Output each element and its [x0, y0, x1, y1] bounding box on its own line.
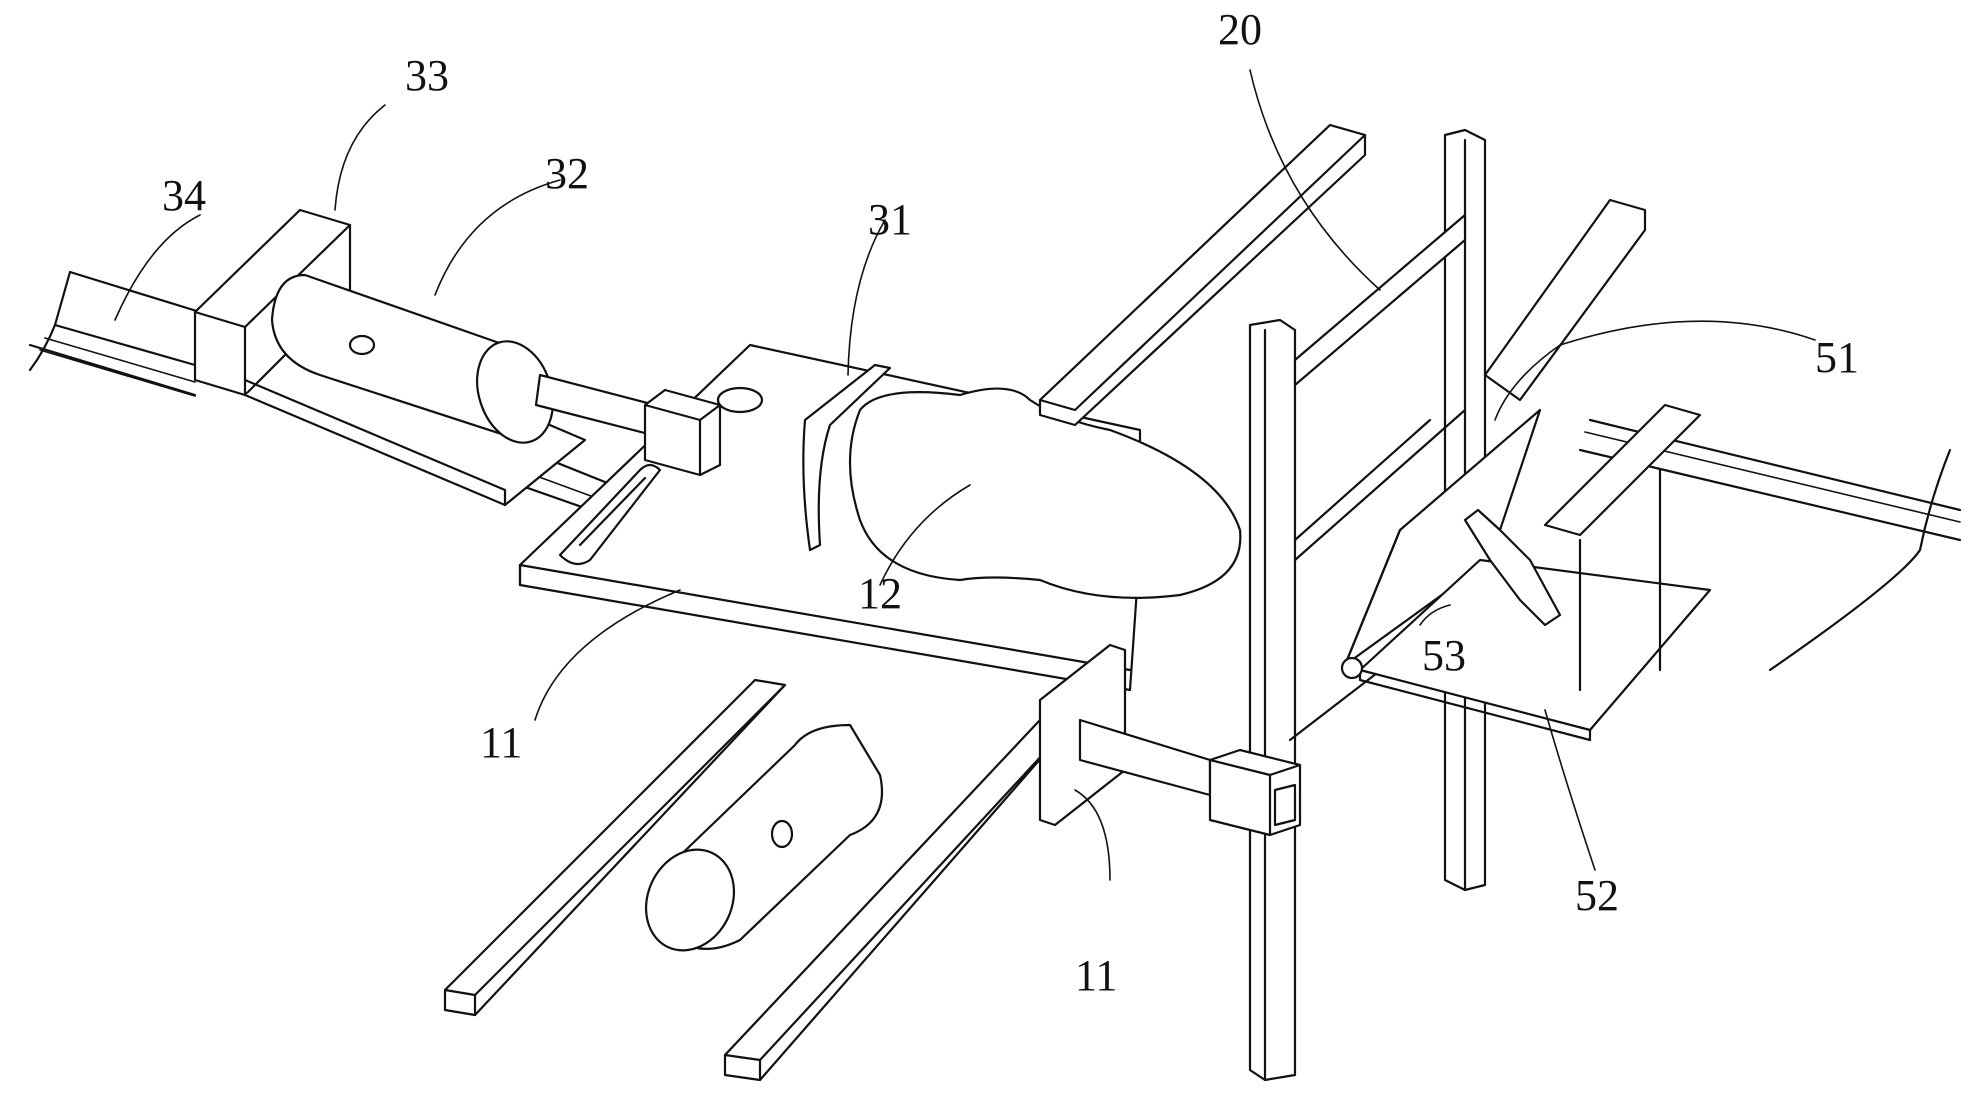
- curved-clamp: [802, 363, 892, 552]
- label-53: 53: [1422, 631, 1466, 680]
- lower-left-rails: [443, 678, 1072, 1082]
- label-34: 34: [162, 171, 206, 220]
- label-12: 12: [858, 569, 902, 618]
- slider-block: [643, 388, 722, 477]
- label-20: 20: [1218, 5, 1262, 54]
- mount-block: [193, 208, 587, 507]
- label-32: 32: [545, 149, 589, 198]
- upper-rail: [1038, 123, 1367, 427]
- lower-mount: [1038, 643, 1302, 837]
- label-52: 52: [1575, 871, 1619, 920]
- label-33: 33: [405, 51, 449, 100]
- reference-labels: 33 34 32 31 20 51 12 53 11 11 52: [162, 5, 1859, 1000]
- workpiece: [848, 387, 1242, 599]
- right-side-rail: [1543, 403, 1962, 672]
- leader-lines: [114, 69, 1816, 881]
- label-11-lower: 11: [1075, 951, 1117, 1000]
- label-11-upper: 11: [480, 718, 522, 767]
- lower-cylinder: [644, 723, 884, 952]
- pivot-arm: [1340, 508, 1562, 680]
- label-31: 31: [868, 195, 912, 244]
- label-51: 51: [1815, 333, 1859, 382]
